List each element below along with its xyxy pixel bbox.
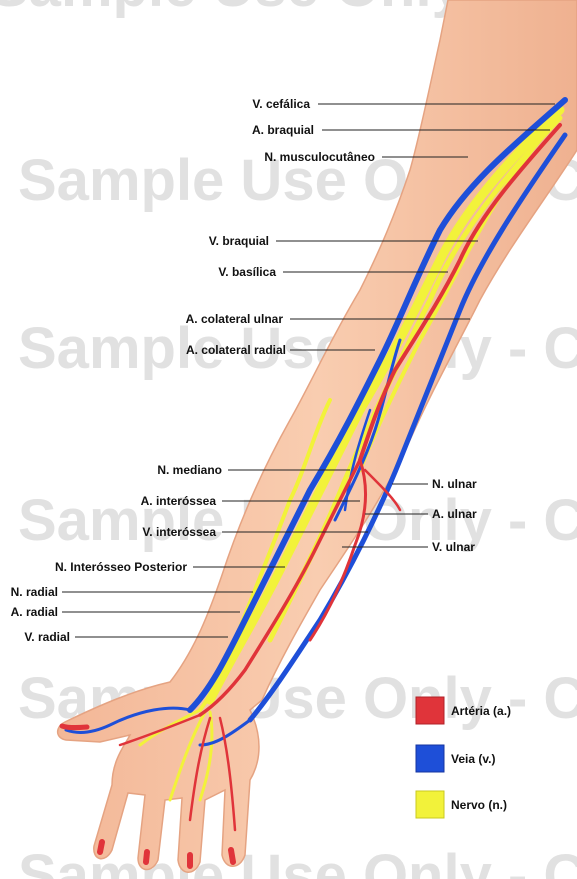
label-a-radial: A. radial [11, 605, 58, 619]
legend-label-artery: Artéria (a.) [451, 704, 511, 718]
nerve-swatch-icon [416, 791, 444, 818]
arm-illustration [58, 0, 577, 872]
label-n-radial: N. radial [11, 585, 58, 599]
label-a-braquial: A. braquial [252, 123, 314, 137]
watermark-text: Sample Use Only - C [18, 316, 577, 381]
legend-item-vein: Veia (v.) [416, 745, 495, 772]
label-v-braquial: V. braquial [209, 234, 269, 248]
arm-skin [58, 0, 577, 872]
label-n-ulnar: N. ulnar [432, 477, 477, 491]
label-n-musculocutaneo: N. musculocutâneo [264, 150, 375, 164]
legend-label-nerve: Nervo (n.) [451, 798, 507, 812]
label-n-interosseo-posterior: N. Interósseo Posterior [55, 560, 187, 574]
label-v-cefalica: V. cefálica [252, 97, 310, 111]
legend-label-vein: Veia (v.) [451, 752, 495, 766]
legend-item-nerve: Nervo (n.) [416, 791, 507, 818]
label-a-colateral-ulnar: A. colateral ulnar [186, 312, 284, 326]
label-a-ulnar: A. ulnar [432, 507, 477, 521]
label-v-ulnar: V. ulnar [432, 540, 475, 554]
label-n-mediano: N. mediano [157, 463, 222, 477]
labels-right: N. ulnar A. ulnar V. ulnar [432, 477, 477, 554]
vein-swatch-icon [416, 745, 444, 772]
artery-swatch-icon [416, 697, 444, 724]
label-v-basilica: V. basílica [218, 265, 276, 279]
label-a-colateral-radial: A. colateral radial [186, 343, 286, 357]
label-v-interossea: V. interóssea [142, 525, 216, 539]
label-a-interossea: A. interóssea [141, 494, 217, 508]
label-v-radial: V. radial [24, 630, 70, 644]
legend: Artéria (a.) Veia (v.) Nervo (n.) [416, 697, 511, 818]
